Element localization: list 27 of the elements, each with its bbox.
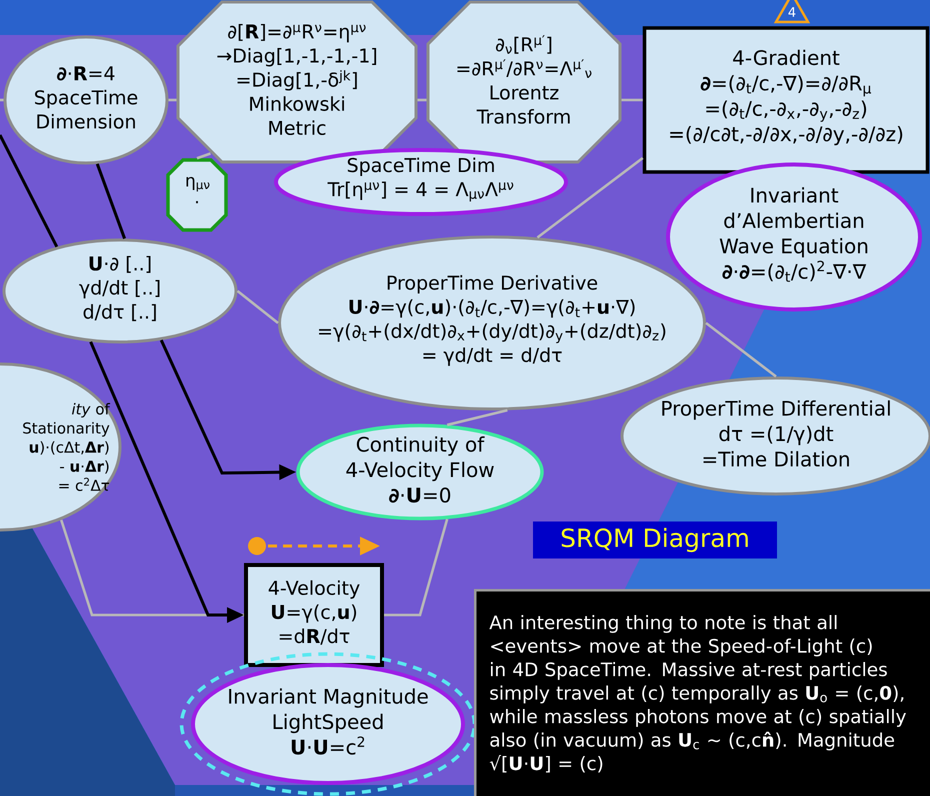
node-label: ∂·∂=(∂$_{t}$/c)$^{2}$-∇·∇ xyxy=(722,260,866,282)
connector-line xyxy=(60,520,244,616)
node-label: Invariant d’Alembertian Wave Equation xyxy=(720,187,868,258)
connector-line xyxy=(0,134,58,248)
connector-line xyxy=(236,290,279,324)
connector-line xyxy=(418,98,426,102)
ellipse-node: SpaceTime Dim Tr[η$^{μν}$] = 4 = Λ$_{μν}$Λ$^{μν}$ xyxy=(274,148,568,216)
ellipse-node: Invariant d’Alembertian Wave Equation ∂·∂=(∂$_{t}$/c)$^{2}$-∇·∇ xyxy=(666,162,922,312)
process-box: 4-Gradient ∂=(∂$_{t}$/c,-∇)=∂/∂R$_{μ}$ =(∂$_{t}$/c,-∂$_{x}$,-∂$_{y}$,-∂$_{z}$) =(∂/c∂t,-∂/∂x,-∂/∂y,-∂/∂z) xyxy=(642,26,930,174)
connector-line xyxy=(622,98,643,102)
note-box: An interesting thing to note is that all <events> move at the Speed-of-Light (c) in 4D SpaceTime. Massive at-rest particles simply travel at (c) temporally as U$_{o}$ = (c,0), while massless photons move at (c) spatially also (in vacuum) as U$_{c}$ ~ (c,cn̂). Magnitude √[U·U] = (c) xyxy=(474,589,930,796)
connector-line xyxy=(384,518,448,616)
connector-line xyxy=(536,156,644,239)
connector-line xyxy=(168,98,176,102)
connector-line xyxy=(0,98,4,102)
ellipse-node: Continuity of 4-Velocity Flow ∂·U=0 xyxy=(296,424,544,520)
connector-line xyxy=(96,163,126,240)
connector-line xyxy=(705,322,777,378)
process-box: 4-Velocity U=γ(c,u) =dR/dτ xyxy=(244,563,384,667)
connector-line xyxy=(446,409,508,426)
title-banner: SRQM Diagram xyxy=(533,522,777,558)
ellipse-node: ∂·R=4 SpaceTime Dimension xyxy=(4,36,168,164)
connector-line xyxy=(196,152,211,160)
ellipse-node: Invariant Magnitude LightSpeed U·U=c$^{2}$ xyxy=(180,652,476,796)
ellipse-node: ProperTime Differential dτ =(1/γ)dt =Time Dilation xyxy=(620,376,930,496)
ellipse-node: U·∂ [..] γd/dt [..] d/dτ [..] xyxy=(2,238,238,344)
octagon-node: η$_{μν}$ · xyxy=(166,158,228,232)
